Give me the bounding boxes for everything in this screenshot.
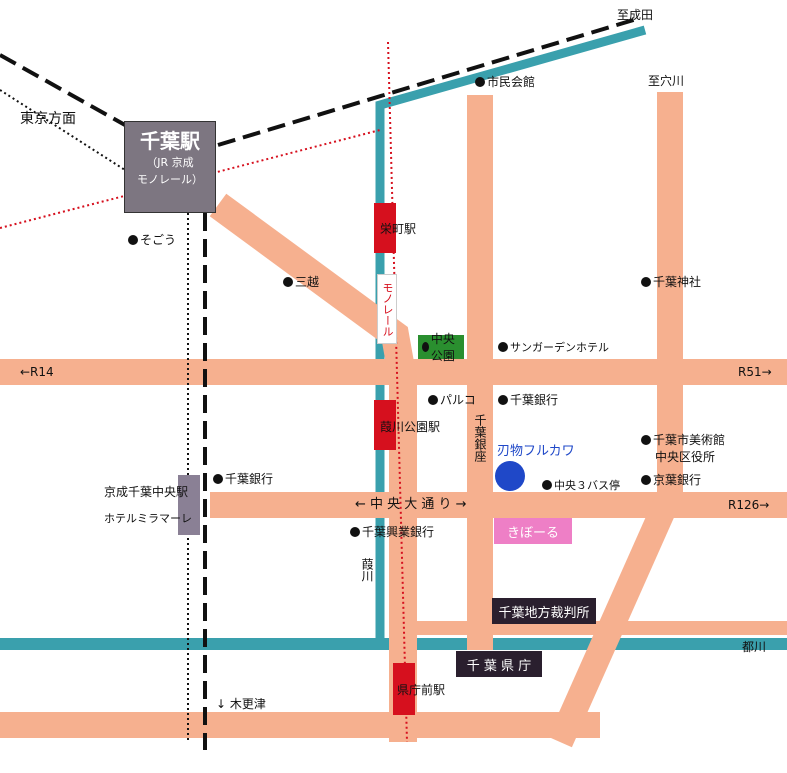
label-r126: R126→ xyxy=(728,498,770,512)
chiba-station-name: 千葉駅 xyxy=(140,129,200,153)
court-box: 千葉地方裁判所 xyxy=(492,598,596,624)
poi-dot xyxy=(128,235,138,245)
prefecture-box: 千 葉 県 庁 xyxy=(456,651,542,677)
roads xyxy=(0,92,787,748)
label-kisarazu: ↓ 木更津 xyxy=(216,697,266,711)
label-hotel-miramare: ホテルミラマーレ xyxy=(104,512,192,525)
station-kencho-mae[interactable] xyxy=(393,663,415,715)
poi-dot xyxy=(475,77,485,87)
destination-label: 刃物フルカワ xyxy=(497,444,575,459)
rail-jr-west xyxy=(0,53,126,127)
label-r51: R51→ xyxy=(738,365,772,379)
station-yoshikawa-koen[interactable] xyxy=(374,400,396,450)
poi-dot xyxy=(498,395,508,405)
poi-dot xyxy=(422,342,429,352)
monorail-label: モノレール xyxy=(377,274,397,344)
label-r14: ←R14 xyxy=(20,365,54,379)
poi-sogo: そごう xyxy=(128,233,176,247)
chiba-station-lines-2: モノレール） xyxy=(137,173,203,186)
station-keisei-chiba-chuo[interactable] xyxy=(178,475,200,535)
station-sakaecho[interactable] xyxy=(374,203,396,253)
poi-chiba-kogyo-bank: 千葉興業銀行 xyxy=(350,525,434,539)
label-sakaecho: 栄町駅 xyxy=(380,222,417,236)
label-chiba-ginza: 千葉銀座 xyxy=(473,414,487,462)
kibooru-box: きぼーる xyxy=(494,518,572,544)
poi-dot xyxy=(641,435,651,445)
poi-keiyo-bank: 京葉銀行 xyxy=(641,473,701,487)
label-chuo-odori: ← 中 央 大 通 り → xyxy=(355,497,467,512)
label-miyako-river: 都川 xyxy=(742,640,767,654)
poi-dot xyxy=(350,527,360,537)
poi-art-museum: 千葉市美術館 xyxy=(641,433,725,447)
rail-keisei-dotted-west xyxy=(0,89,126,171)
poi-chiba-bank-2: 千葉銀行 xyxy=(213,472,273,486)
poi-chiba-jinja: 千葉神社 xyxy=(641,275,701,289)
destination-marker[interactable] xyxy=(495,461,525,491)
river-upper xyxy=(375,25,647,650)
label-yoshikawa-river: 葭川 xyxy=(360,558,374,582)
poi-mitsukoshi: 三越 xyxy=(283,275,319,289)
poi-dot xyxy=(542,480,552,490)
poi-parco: パルコ xyxy=(428,393,476,407)
label-chuo-koen: 中央公園 xyxy=(430,332,455,363)
poi-bus-stop: 中央３バス停 xyxy=(542,479,620,493)
poi-chiba-bank-1: 千葉銀行 xyxy=(498,393,558,407)
label-kencho-mae: 県庁前駅 xyxy=(397,683,446,697)
poi-shimin-kaikan: 市民会館 xyxy=(475,75,535,89)
poi-dot xyxy=(213,474,223,484)
road-diagonal-from-station xyxy=(209,193,417,742)
label-tokyo: 東京方面 xyxy=(20,111,76,127)
chiba-station-lines-1: （JR 京成 xyxy=(146,156,194,169)
poi-dot xyxy=(283,277,293,287)
label-keisei-chiba-chuo: 京成千葉中央駅 xyxy=(104,485,189,499)
label-yoshikawa-koen: 葭川公園駅 xyxy=(380,420,441,434)
chiba-station-box[interactable]: 千葉駅 （JR 京成 モノレール） xyxy=(124,121,216,213)
road-diagonal-south xyxy=(548,484,684,748)
rail-jr-east xyxy=(217,16,641,147)
poi-dot xyxy=(641,475,651,485)
label-anagawa: 至穴川 xyxy=(648,74,685,88)
poi-chuo-ward-office: 中央区役所 xyxy=(655,450,716,464)
poi-sungarden-hotel: サンガーデンホテル xyxy=(498,341,609,355)
label-narita: 至成田 xyxy=(617,8,654,22)
poi-dot xyxy=(641,277,651,287)
monorail-dotted-main xyxy=(387,41,408,743)
chuo-koen-box: 中央公園 xyxy=(418,332,464,363)
poi-dot xyxy=(498,342,508,352)
poi-dot xyxy=(428,395,438,405)
